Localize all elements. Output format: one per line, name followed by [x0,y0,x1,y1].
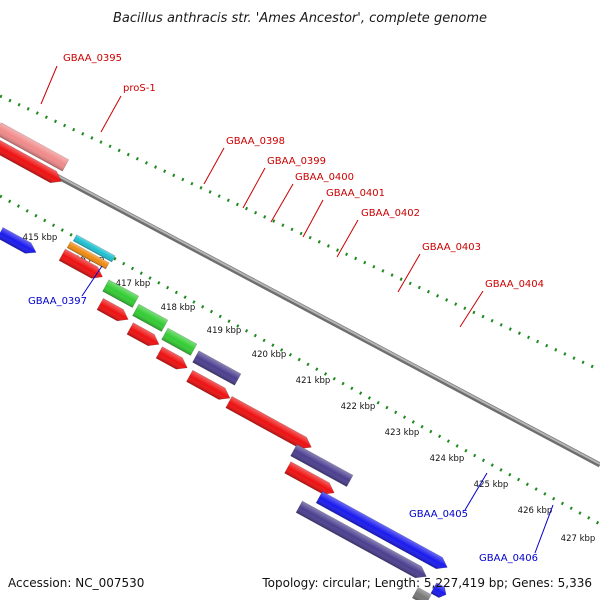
tick-label: 421 kbp [296,376,331,386]
tick-label: 423 kbp [385,428,420,438]
gene-0400-arrow[interactable] [126,322,162,350]
gene-label[interactable]: GBAA_0397 [28,296,87,307]
gene-label[interactable]: GBAA_0402 [361,208,420,219]
label-leader-line [459,290,484,328]
label-leader-line [100,95,122,133]
tick-label: 418 kbp [161,303,196,313]
label-leader-line [270,183,294,223]
label-leader-line [203,147,225,185]
tick-label: 422 kbp [341,402,376,412]
gene-0404-arrow[interactable] [284,461,338,499]
gene-label[interactable]: proS-1 [123,83,156,94]
label-leader-line [464,472,488,511]
map-title: Bacillus anthracis str. 'Ames Ancestor',… [113,11,487,26]
gene-0398-orange-band[interactable] [66,241,110,270]
outer-dotted-track [0,94,600,372]
inner-dotted-track [0,194,600,526]
label-leader-line [336,219,359,258]
label-leader-line [81,265,103,297]
tick-label: 417 kbp [116,279,151,289]
gene-label[interactable]: GBAA_0395 [63,53,122,64]
gene-0398-cyan-band[interactable] [72,234,116,263]
gene-0406-arrow[interactable] [430,582,449,600]
label-leaders [40,65,554,554]
tick-label: 425 kbp [474,480,509,490]
tick-label: 416 kbp [70,255,105,265]
gene-label[interactable]: GBAA_0404 [485,279,544,290]
tick-label: 419 kbp [207,326,242,336]
label-leader-line [302,199,324,238]
gene-0402-block[interactable] [192,350,242,386]
gene-0405-purple-arrow[interactable] [295,500,429,582]
tick-label: 426 kbp [518,506,553,516]
gene-label[interactable]: GBAA_0399 [267,156,326,167]
tick-label: 427 kbp [561,534,596,544]
tick-label: 415 kbp [23,233,58,243]
tick-label: 424 kbp [430,454,465,464]
gene-0397-arrow[interactable] [0,227,39,257]
label-leader-line [397,253,421,293]
tick-labels: 415 kbp 416 kbp 417 kbp 418 kbp 419 kbp … [23,233,596,544]
gene-0404-block[interactable] [290,444,354,488]
gene-0405-blue-arrow[interactable] [315,491,450,574]
gene-label[interactable]: GBAA_0398 [226,136,285,147]
label-leader-line [242,167,266,209]
accession-text: Accession: NC_007530 [8,576,144,590]
gene-label[interactable]: GBAA_0401 [326,188,385,199]
gene-0401-block[interactable] [161,327,198,356]
gene-0399-block[interactable] [102,279,140,308]
gene-label[interactable]: GBAA_0406 [479,553,538,564]
gene-0400-block[interactable] [132,303,169,332]
tick-label: 420 kbp [252,350,287,360]
gene-label[interactable]: GBAA_0403 [422,242,481,253]
pros-gene-arrow[interactable] [0,132,64,187]
gene-label[interactable]: GBAA_0400 [295,172,354,183]
gene-label[interactable]: GBAA_0405 [409,509,468,520]
gene-features [0,122,450,600]
gene-0402-arrow[interactable] [186,369,233,404]
gene-0401-arrow[interactable] [155,346,190,374]
gene-0398-arrow[interactable] [58,248,106,283]
gene-0403-arrow[interactable] [225,395,315,453]
genome-stats-text: Topology: circular; Length: 5,227,419 bp… [261,576,592,590]
pros-gene-block[interactable] [0,122,70,172]
gene-0399-arrow[interactable] [96,297,131,325]
genome-backbone-highlight [0,144,600,465]
label-leader-line [40,65,58,105]
label-leader-line [534,504,554,554]
gene-0406-grey-block[interactable] [411,586,432,600]
gene-labels: GBAA_0395 proS-1 GBAA_0398 GBAA_0399 GBA… [28,53,544,564]
